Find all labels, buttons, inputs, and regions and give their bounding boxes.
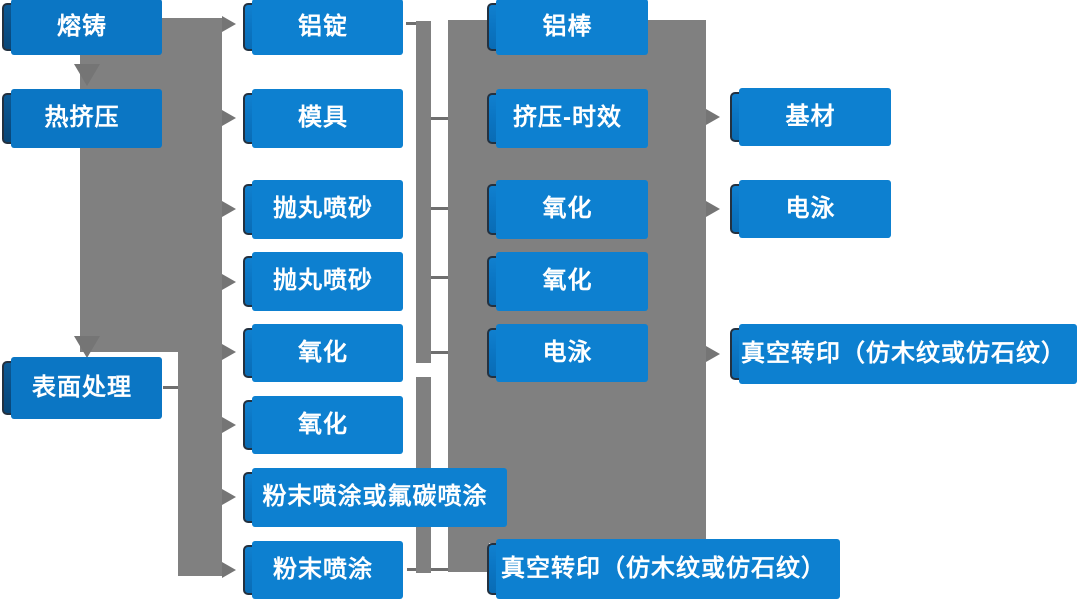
tick-row3-bar-to-trunk [431, 207, 448, 210]
arrow-right-icon [222, 344, 236, 360]
node-label: 抛丸喷砂 [273, 267, 373, 295]
node-shot-blasting-2: 抛丸喷砂 [243, 252, 403, 311]
node-melting-casting: 熔铸 [2, 0, 162, 55]
node-label: 表面处理 [32, 373, 132, 401]
node-label: 热挤压 [44, 104, 120, 132]
node-label: 氧化 [542, 267, 593, 295]
node-oxidation-3: 氧化 [487, 180, 648, 239]
node-label: 电泳 [785, 194, 836, 222]
connector-bar-middle-upper [416, 21, 431, 363]
node-label: 氧化 [542, 195, 593, 223]
node-aluminum-rod: 铝棒 [487, 0, 648, 55]
tick-ingot-to-bar [406, 22, 416, 25]
arrow-down-icon [74, 336, 100, 358]
node-electrophoresis-2: 电泳 [730, 180, 891, 238]
node-powder-or-fluorocarbon-coating: 粉末喷涂或氟碳喷涂 [243, 468, 507, 527]
arrow-right-icon [706, 109, 720, 125]
node-label: 抛丸喷砂 [273, 195, 373, 223]
node-base-material: 基材 [730, 88, 891, 146]
node-label: 氧化 [298, 338, 348, 366]
node-label: 粉末喷涂 [273, 555, 373, 583]
tick-row4-bar-to-trunk [431, 276, 448, 279]
arrow-right-icon [706, 201, 720, 217]
connector-leg-right [448, 543, 489, 572]
node-label: 基材 [785, 102, 836, 130]
node-label: 氧化 [298, 410, 348, 438]
arrow-right-icon [706, 346, 720, 362]
arrow-down-icon [74, 64, 100, 86]
node-label: 挤压-时效 [513, 104, 622, 132]
arrow-right-icon [222, 201, 236, 217]
node-label: 真空转印（仿木纹或仿石纹） [501, 554, 826, 582]
tick-row8-bar-to-leg [431, 568, 448, 571]
arrow-right-icon [222, 274, 236, 290]
tick-powder-to-bar [407, 568, 416, 571]
node-aluminum-ingot: 铝锭 [243, 0, 403, 55]
tick-row2-bar-to-trunk [431, 117, 448, 120]
tick-row5-bar-to-trunk [431, 351, 448, 354]
node-vacuum-transfer-print-bottom: 真空转印（仿木纹或仿石纹） [487, 539, 840, 599]
node-shot-blasting-1: 抛丸喷砂 [243, 180, 403, 239]
node-label: 粉末喷涂或氟碳喷涂 [262, 483, 488, 511]
arrow-right-icon [222, 110, 236, 126]
node-label: 电泳 [542, 338, 593, 366]
node-oxidation-2: 氧化 [243, 396, 403, 454]
arrow-right-icon [222, 417, 236, 433]
connector-leg-left [178, 352, 222, 576]
node-vacuum-transfer-print-right: 真空转印（仿木纹或仿石纹） [730, 324, 1077, 384]
node-label: 真空转印（仿木纹或仿石纹） [741, 339, 1066, 367]
node-label: 铝锭 [298, 12, 348, 40]
node-label: 熔铸 [57, 12, 107, 40]
node-label: 模具 [298, 104, 348, 132]
node-label: 铝棒 [542, 12, 593, 40]
node-extrusion-aging: 挤压-时效 [487, 89, 648, 148]
node-hot-extrusion: 热挤压 [2, 89, 162, 148]
node-electrophoresis-1: 电泳 [487, 324, 648, 382]
node-oxidation-4: 氧化 [487, 252, 648, 311]
connector-trunk-left [80, 18, 222, 352]
node-powder-coating: 粉末喷涂 [243, 541, 403, 599]
node-mold: 模具 [243, 89, 403, 148]
arrow-right-icon [222, 16, 236, 32]
tick-surface-treatment [163, 386, 178, 389]
node-surface-treatment: 表面处理 [2, 357, 162, 419]
node-oxidation-1: 氧化 [243, 324, 403, 382]
arrow-right-icon [222, 489, 236, 505]
arrow-right-icon [222, 562, 236, 578]
